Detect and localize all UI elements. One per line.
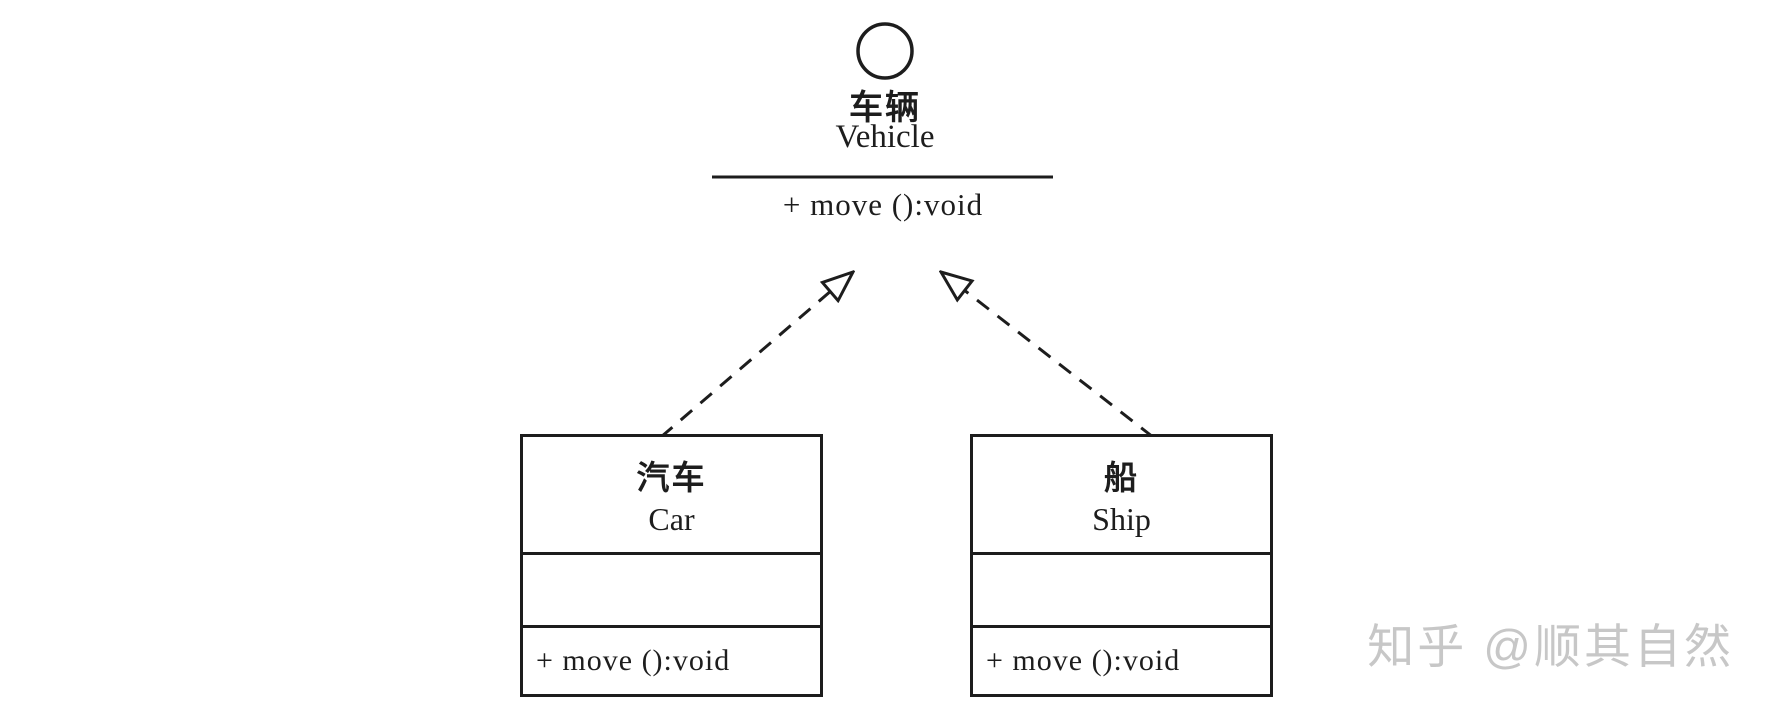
realization-arrow-ship-icon	[941, 272, 1154, 439]
interface-name-zh: 车辆	[849, 90, 921, 127]
class-title-compartment: 船 Ship	[973, 437, 1270, 552]
class-name-en: Ship	[1092, 501, 1151, 537]
class-box-car: 汽车 Car + move ():void	[520, 434, 823, 697]
class-method: + move ():void	[523, 625, 820, 694]
class-box-ship: 船 Ship + move ():void	[970, 434, 1273, 697]
interface-name-en: Vehicle	[835, 119, 935, 155]
class-attributes-compartment	[973, 552, 1270, 625]
watermark: 知乎 @顺其自然	[1367, 620, 1734, 673]
class-name-en: Car	[648, 501, 695, 537]
class-attributes-compartment	[523, 552, 820, 625]
class-method: + move ():void	[973, 625, 1270, 694]
class-name-zh: 船	[1104, 461, 1139, 497]
class-name-zh: 汽车	[636, 461, 707, 497]
class-title-compartment: 汽车 Car	[523, 437, 820, 552]
interface-lollipop-icon	[856, 22, 914, 80]
realization-arrow-car-icon	[660, 272, 853, 439]
interface-method: + move ():void	[782, 187, 984, 222]
